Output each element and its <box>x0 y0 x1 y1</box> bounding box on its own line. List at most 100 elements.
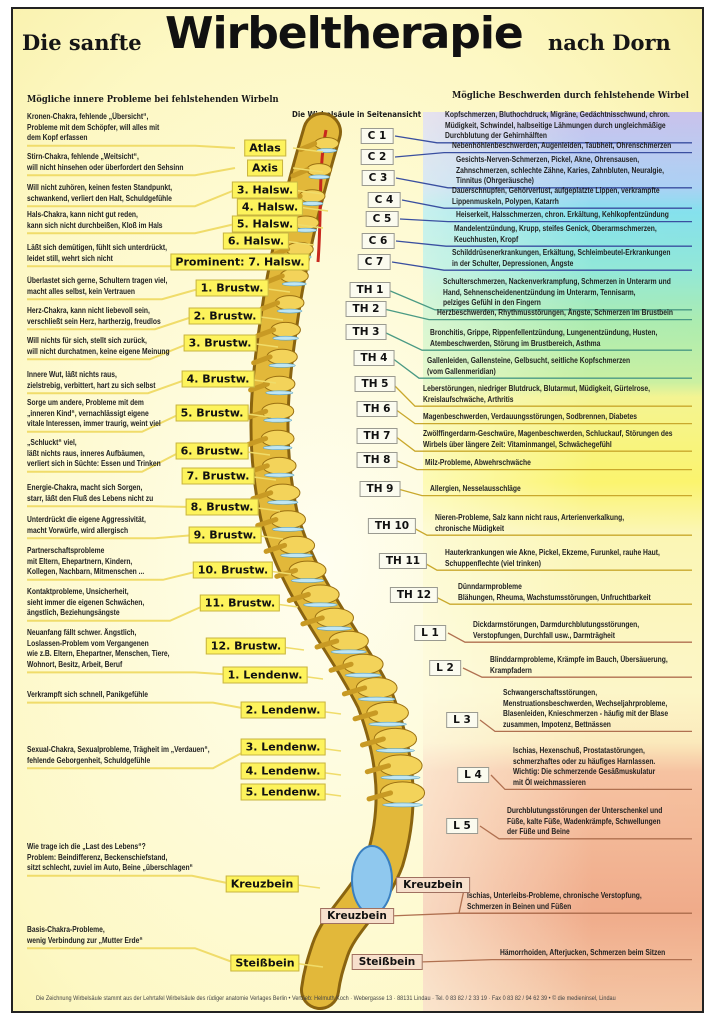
right-connector-line <box>388 912 692 917</box>
right-connector-line <box>401 199 692 209</box>
vertebra-code-label[interactable]: TH 11 <box>378 553 428 569</box>
spinous-process <box>246 408 269 420</box>
inner-problem-text: Überlastet sich gerne, Schultern tragen … <box>27 276 168 296</box>
vertebra-label[interactable]: 2. Lendenw. <box>240 701 326 719</box>
footer-credits: Die Zeichnung Wirbelsäule stammt aus der… <box>36 996 616 1002</box>
vertebra-label[interactable]: 5. Lendenw. <box>240 783 326 801</box>
complaint-text: Gesichts-Nerven-Schmerzen, Pickel, Akne,… <box>456 155 665 186</box>
vertebra-code-label[interactable]: TH 7 <box>356 428 398 444</box>
vertebra-label[interactable]: Atlas <box>244 139 286 157</box>
left-connector-line <box>27 342 191 361</box>
label-pointer-line <box>292 167 324 173</box>
vertebra-label[interactable]: 2. Brustw. <box>188 307 262 325</box>
vertebra-code-label[interactable]: Steißbein <box>351 954 423 970</box>
vertebra-label[interactable]: 3. Lendenw. <box>240 738 326 756</box>
vertebra-code-label[interactable]: L 5 <box>446 818 478 834</box>
spinous-process <box>314 638 340 650</box>
vertebra-label[interactable]: 6. Brustw. <box>175 442 249 460</box>
vertebra-code-label[interactable]: C 6 <box>361 233 395 249</box>
vertebra-code-label[interactable]: TH 4 <box>353 350 395 366</box>
intervertebral-disc <box>303 602 338 608</box>
vertebra-code-label[interactable]: TH 6 <box>356 401 398 417</box>
vertebra-code-label[interactable]: TH 12 <box>389 587 439 603</box>
vertebra-label[interactable]: 4. Brustw. <box>181 370 255 388</box>
spine-caption: Die Wirbelsäule in Seitenansicht <box>292 110 422 119</box>
vertebra-label[interactable]: 6. Halsw. <box>222 232 290 250</box>
vertebra-code-label[interactable]: Kreuzbein <box>396 877 470 893</box>
inner-problem-text: Kontaktprobleme, Unsicherheit, sieht imm… <box>27 587 145 618</box>
left-connector-line <box>27 315 196 331</box>
complaint-text: Magenbeschwerden, Verdauungsstörungen, S… <box>423 412 637 421</box>
vertebra-code-label[interactable]: C 3 <box>361 170 395 186</box>
right-connector-line <box>397 488 692 497</box>
vertebra-code-label[interactable]: TH 10 <box>367 518 417 534</box>
intervertebral-disc <box>271 527 304 532</box>
vertebra-label[interactable]: Kreuzbein <box>225 875 299 893</box>
complaint-text: Nebenhöhlenbeschwerden, Augenleiden, Tau… <box>452 141 672 150</box>
vertebra-label[interactable]: Prominent: 7. Halsw. <box>170 253 310 271</box>
vertebra-label[interactable]: 3. Halsw. <box>231 181 299 199</box>
vertebra-code-label[interactable]: C 2 <box>360 149 394 165</box>
left-connector-line <box>27 412 183 433</box>
vertebra-label[interactable]: 11. Brustw. <box>199 594 281 612</box>
title-suffix: nach Dorn <box>548 30 671 55</box>
right-connector-line <box>394 435 692 452</box>
intervertebral-disc <box>375 748 415 753</box>
vertebra-code-label[interactable]: TH 3 <box>345 324 387 340</box>
complaint-text: Hämorrhoiden, Afterjucken, Schmerzen bei… <box>500 948 666 957</box>
spinous-process <box>255 327 277 339</box>
title-prefix: Die sanfte <box>22 30 142 55</box>
vertebra-code-label[interactable]: L 3 <box>446 712 478 728</box>
left-connector-line <box>27 167 236 177</box>
vertebra-code-label[interactable]: L 2 <box>429 660 461 676</box>
intervertebral-disc <box>276 308 303 314</box>
vertebra-code-label[interactable]: C 1 <box>360 128 394 144</box>
vertebra-label[interactable]: 12. Brustw. <box>205 637 287 655</box>
spinous-process <box>245 435 269 447</box>
vertebra-label[interactable]: 7. Brustw. <box>181 467 255 485</box>
vertebra-code-label[interactable]: L 1 <box>414 625 446 641</box>
vertebra-label[interactable]: 5. Halsw. <box>231 215 299 233</box>
complaint-text: Dauerschnupfen, Gehörverlust, aufgeplatz… <box>452 186 660 206</box>
intervertebral-disc <box>265 390 294 396</box>
vertebra-label[interactable]: 8. Brustw. <box>185 498 259 516</box>
vertebra-code-label[interactable]: C 5 <box>365 211 399 227</box>
vertebra-label[interactable]: Axis <box>247 159 283 177</box>
complaint-text: Durchblutungsstörungen der Unterschenkel… <box>507 806 663 837</box>
right-connector-line <box>399 218 692 223</box>
vertebra-code-label[interactable]: TH 9 <box>359 481 401 497</box>
vertebra-label[interactable]: 1. Lendenw. <box>222 666 308 684</box>
vertebra-code-label[interactable]: TH 5 <box>354 376 396 392</box>
vertebra-label[interactable]: 1. Brustw. <box>195 279 269 297</box>
vertebra-code-label[interactable]: L 4 <box>457 767 489 783</box>
vertebra-code-label[interactable]: Kreuzbein <box>320 908 394 924</box>
inner-problem-text: Energie-Chakra, macht sich Sorgen, starr… <box>27 483 154 503</box>
left-connector-line <box>27 505 193 508</box>
vertebra-label[interactable]: 4. Lendenw. <box>240 762 326 780</box>
left-connector-line <box>27 874 233 885</box>
spinous-process <box>286 591 311 603</box>
vertebra-code-label[interactable]: TH 2 <box>345 301 387 317</box>
left-connector-line <box>27 947 236 964</box>
complaint-text: Zwölffingerdarm-Geschwüre, Magenbeschwer… <box>423 429 673 449</box>
right-connector-line <box>383 308 692 321</box>
vertebra-label[interactable]: Steißbein <box>230 954 300 972</box>
vertebra-label[interactable]: 10. Brustw. <box>192 561 274 579</box>
left-connector-line <box>27 223 236 235</box>
vertebra-label[interactable]: 9. Brustw. <box>188 526 262 544</box>
vertebra-code-label[interactable]: C 7 <box>357 254 391 270</box>
intervertebral-disc <box>263 417 293 423</box>
vertebra-code-label[interactable]: TH 8 <box>356 452 398 468</box>
right-connector-line <box>479 719 692 733</box>
vertebra-code-label[interactable]: C 4 <box>367 192 401 208</box>
vertebra-label[interactable]: 5. Brustw. <box>175 404 249 422</box>
spinous-process <box>341 685 368 697</box>
spinous-process <box>259 300 281 312</box>
spinous-process <box>328 661 354 673</box>
intervertebral-disc <box>357 696 396 702</box>
intervertebral-disc <box>264 472 295 478</box>
vertebra-code-label[interactable]: TH 1 <box>349 282 391 298</box>
right-connector-line <box>395 240 692 247</box>
vertebra-label[interactable]: 3. Brustw. <box>183 334 257 352</box>
vertebra-label[interactable]: 4. Halsw. <box>236 198 304 216</box>
